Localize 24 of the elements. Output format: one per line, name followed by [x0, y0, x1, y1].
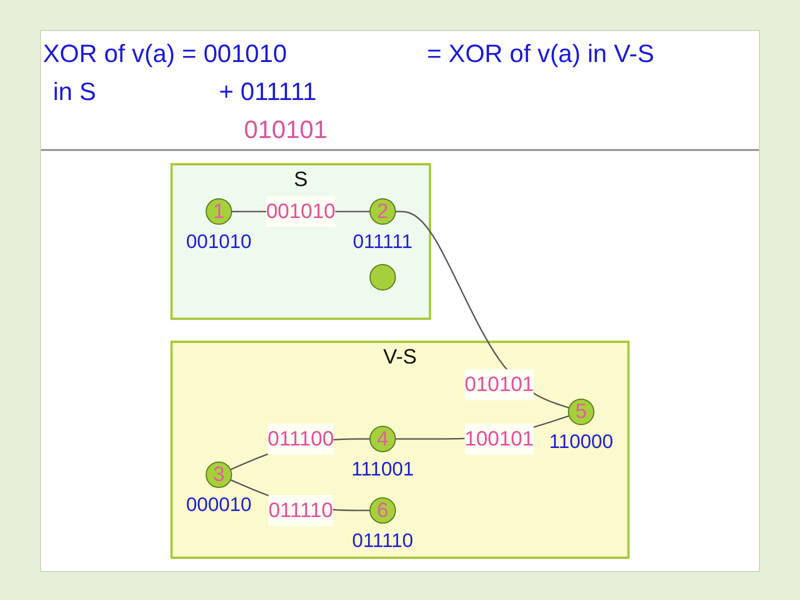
node-circle: 1 [206, 198, 232, 225]
edge-label: 011110 [268, 498, 334, 522]
edge-label: 100101 [464, 426, 534, 450]
equation-text: XOR of v(a) = 001010 [43, 39, 287, 69]
connector [395, 210, 570, 409]
node-value: 011110 [352, 530, 414, 552]
node-value: 110000 [549, 431, 614, 454]
equation-text: = XOR of v(a) in V-S [427, 39, 654, 69]
node-value: 000010 [186, 494, 252, 516]
node-circle: 4 [369, 426, 396, 452]
node-circle: 6 [369, 497, 396, 524]
node-value: 111001 [351, 458, 414, 480]
edge-label: 010101 [464, 372, 534, 396]
node-circle: 3 [206, 461, 232, 488]
equation-text: in S [53, 77, 96, 107]
node-circle: 2 [369, 198, 396, 225]
edge-label: 001010 [266, 199, 336, 222]
node-value: 011111 [352, 230, 412, 253]
edge-label: 011100 [268, 426, 334, 450]
node-value: 001010 [186, 230, 252, 253]
equation-text: + 011111 [219, 77, 317, 107]
node-circle [369, 264, 396, 291]
equation-text: 010101 [244, 115, 328, 145]
node-circle: 5 [568, 398, 594, 426]
